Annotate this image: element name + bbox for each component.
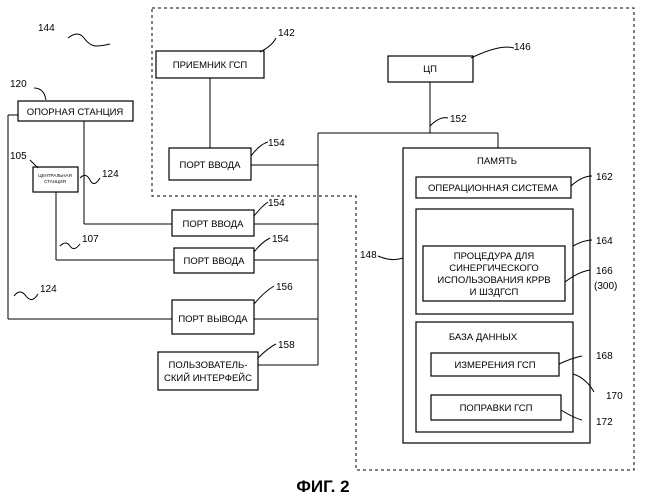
ref-164: 164 (596, 236, 613, 247)
figure-caption: ФИГ. 2 (296, 477, 349, 496)
procedure-label-line3: ИСПОЛЬЗОВАНИЯ КРРВ (437, 275, 550, 286)
reference-station-box: ОПОРНАЯ СТАНЦИЯ (18, 101, 133, 121)
database-label: БАЗА ДАННЫХ (449, 332, 518, 343)
ref-105: 105 (10, 151, 27, 162)
os-box: ОПЕРАЦИОННАЯ СИСТЕМА (416, 177, 571, 198)
gps-corrections-box: ПОПРАВКИ ГСП (431, 395, 561, 420)
ref-156: 156 (276, 282, 293, 293)
cpu-label: ЦП (423, 64, 437, 75)
ref-168: 168 (596, 351, 613, 362)
ref-170: 170 (606, 391, 623, 402)
input-port-3-box: ПОРТ ВВОДА (174, 248, 254, 273)
output-port-box: ПОРТ ВЫВОДА (172, 300, 254, 334)
ref-158: 158 (278, 340, 295, 351)
cpu-box: ЦП (388, 56, 473, 82)
ref-166: 166 (596, 266, 613, 277)
ref-124-upper: 124 (102, 169, 119, 180)
user-interface-box: ПОЛЬЗОВАТЕЛЬ- СКИЙ ИНТЕРФЕЙС (158, 352, 258, 390)
ref-172: 172 (596, 417, 613, 428)
ref-124-lower: 124 (40, 284, 57, 295)
input-port-2-box: ПОРТ ВВОДА (172, 210, 254, 236)
input-port-top-box: ПОРТ ВВОДА (169, 148, 251, 180)
gps-measurements-box: ИЗМЕРЕНИЯ ГСП (431, 353, 559, 376)
reference-station-label: ОПОРНАЯ СТАНЦИЯ (27, 107, 124, 118)
ref-154-third: 154 (272, 234, 289, 245)
procedure-box: ПРОЦЕДУРА ДЛЯ СИНЕРГИЧЕСКОГО ИСПОЛЬЗОВАН… (423, 246, 565, 301)
output-port-label: ПОРТ ВЫВОДА (178, 314, 248, 325)
central-station-box: ЦЕНТРАЛЬНАЯ СТАНЦИЯ (33, 167, 78, 192)
gps-receiver-box: ПРИЕМНИК ГСП (156, 51, 264, 78)
user-interface-label-line2: СКИЙ ИНТЕРФЕЙС (164, 372, 252, 384)
gps-measurements-label: ИЗМЕРЕНИЯ ГСП (454, 360, 535, 371)
user-interface-label-line1: ПОЛЬЗОВАТЕЛЬ- (169, 360, 248, 371)
central-station-label-line2: СТАНЦИЯ (44, 179, 66, 184)
ref-146: 146 (514, 42, 531, 53)
ref-107: 107 (82, 234, 99, 245)
input-port-2-label: ПОРТ ВВОДА (183, 219, 245, 230)
input-port-3-label: ПОРТ ВВОДА (184, 256, 246, 267)
input-port-top-label: ПОРТ ВВОДА (180, 160, 242, 171)
os-label: ОПЕРАЦИОННАЯ СИСТЕМА (428, 183, 559, 194)
procedure-label-line1: ПРОЦЕДУРА ДЛЯ (454, 251, 535, 262)
memory-label: ПАМЯТЬ (477, 156, 517, 167)
ref-120: 120 (10, 79, 27, 90)
ref-142: 142 (278, 28, 295, 39)
ref-154-second: 154 (268, 198, 285, 209)
ref-300: (300) (594, 281, 617, 292)
ref-148: 148 (360, 250, 377, 261)
ref-154-top: 154 (268, 138, 285, 149)
procedure-label-line2: СИНЕРГИЧЕСКОГО (449, 263, 539, 274)
gps-corrections-label: ПОПРАВКИ ГСП (460, 403, 533, 414)
procedure-label-line4: И ШЗДГСП (470, 287, 519, 298)
ref-152: 152 (450, 114, 467, 125)
central-station-label-line1: ЦЕНТРАЛЬНАЯ (38, 173, 72, 178)
gps-receiver-label: ПРИЕМНИК ГСП (173, 60, 248, 71)
ref-162: 162 (596, 172, 613, 183)
ref-144: 144 (38, 23, 55, 34)
